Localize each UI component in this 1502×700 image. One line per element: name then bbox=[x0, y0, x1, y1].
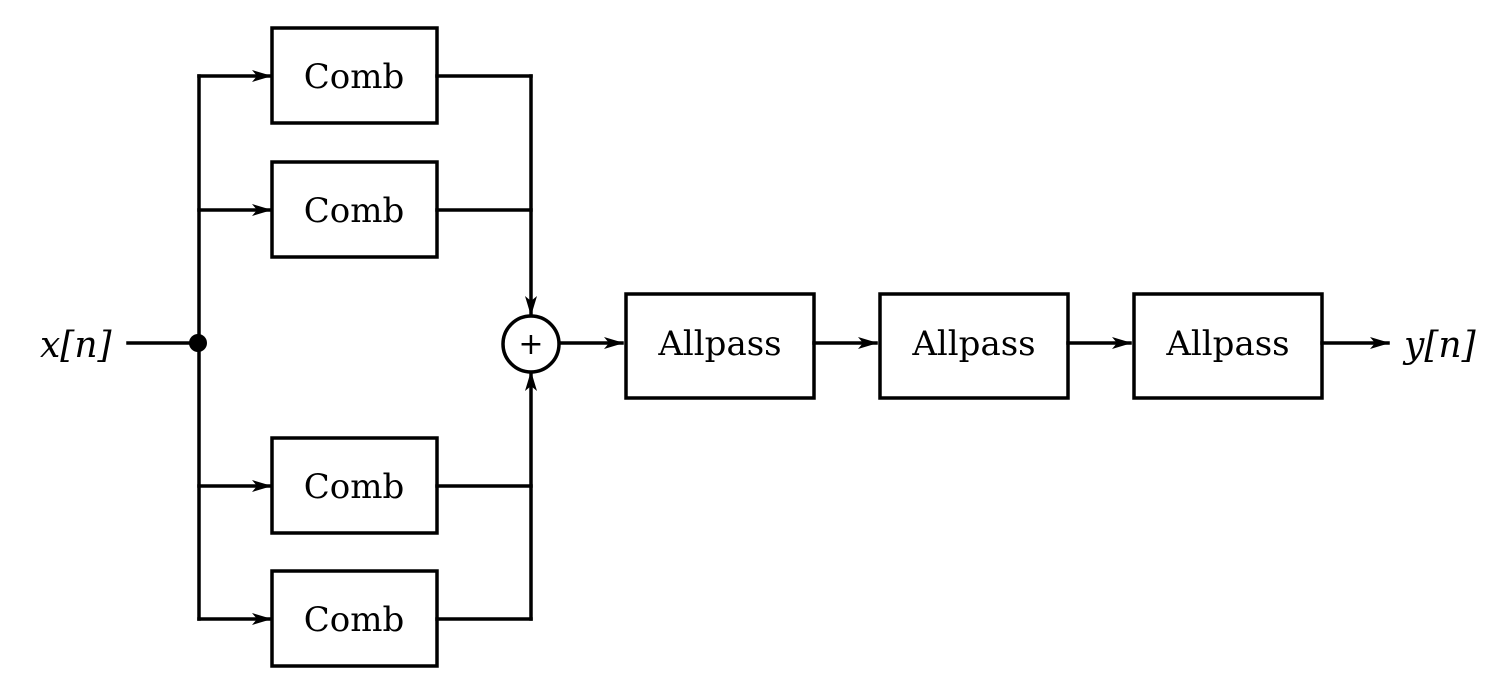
summing-junction: + bbox=[501, 314, 561, 374]
comb-filter-1: Comb bbox=[270, 26, 439, 125]
allpass-filter-2: Allpass bbox=[878, 292, 1070, 400]
allpass-label: Allpass bbox=[911, 324, 1035, 364]
comb-box bbox=[270, 436, 439, 535]
plus-icon: + bbox=[518, 327, 543, 362]
input-label: x[n] bbox=[40, 325, 113, 366]
comb-box bbox=[270, 569, 439, 668]
comb-filter-2: Comb bbox=[270, 160, 439, 259]
allpass-box bbox=[1132, 292, 1324, 400]
comb-label: Comb bbox=[304, 467, 405, 507]
comb-label: Comb bbox=[304, 600, 405, 640]
allpass-label: Allpass bbox=[1165, 324, 1289, 364]
comb-label: Comb bbox=[304, 57, 405, 97]
comb-box bbox=[270, 160, 439, 259]
output-label: y[n] bbox=[1402, 325, 1477, 366]
allpass-label: Allpass bbox=[657, 324, 781, 364]
comb-label: Comb bbox=[304, 191, 405, 231]
allpass-filter-3: Allpass bbox=[1132, 292, 1324, 400]
allpass-box bbox=[878, 292, 1070, 400]
comb-filter-4: Comb bbox=[270, 569, 439, 668]
allpass-filter-1: Allpass bbox=[624, 292, 816, 400]
allpass-box bbox=[624, 292, 816, 400]
comb-filter-3: Comb bbox=[270, 436, 439, 535]
